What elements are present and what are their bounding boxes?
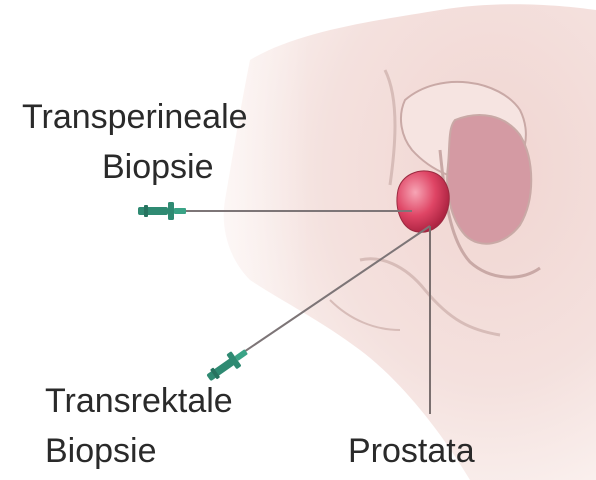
label-transrectal-line2: Biopsie: [45, 432, 157, 470]
label-transperineal-line1: Transperineale: [22, 98, 248, 136]
label-transperineal-line2: Biopsie: [102, 148, 214, 186]
label-transrectal-line1: Transrektale: [45, 382, 233, 420]
label-prostate: Prostata: [348, 432, 475, 470]
biopsy-needle-icon: [138, 202, 186, 220]
rectum: [447, 115, 531, 244]
